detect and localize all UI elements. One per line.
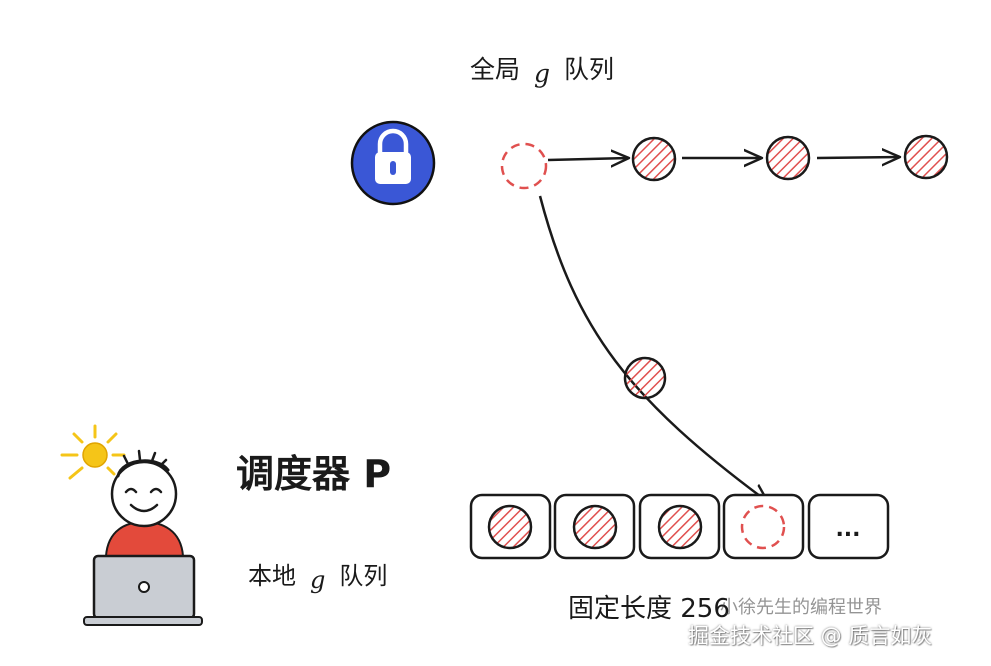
global-queue-label-suffix: 队列 xyxy=(564,55,615,84)
site-watermark: 掘金技术社区 @ 质言如灰 xyxy=(688,624,933,648)
lock-icon xyxy=(350,120,436,206)
scheduler-title: 调度器 P xyxy=(236,452,392,496)
local-queue-slot xyxy=(638,493,721,560)
global-queue-goroutine xyxy=(903,134,949,180)
local-queue-slot xyxy=(553,493,636,560)
local-queue-label-prefix: 本地 xyxy=(248,562,296,590)
local-queue-slot-ellipsis: ... xyxy=(807,493,890,560)
global-queue-arrow xyxy=(547,158,629,160)
sun-icon xyxy=(60,424,126,480)
global-queue-goroutine xyxy=(631,136,677,182)
ellipsis-text: ... xyxy=(835,517,860,542)
local-queue-label-g: g xyxy=(310,566,326,594)
moving-goroutine xyxy=(623,356,667,400)
author-watermark: 小徐先生的编程世界 xyxy=(720,597,882,618)
fixed-length-label: 固定长度 256 xyxy=(568,594,730,624)
global-queue-label-prefix: 全局 xyxy=(470,55,521,84)
global-queue-head-goroutine xyxy=(500,142,548,190)
global-queue-label-g: g xyxy=(534,59,551,88)
global-queue-label: 全局 g 队列 xyxy=(470,50,615,88)
person-with-laptop-icon xyxy=(83,449,203,626)
global-queue-arrow xyxy=(816,157,900,158)
global-queue-goroutine xyxy=(765,135,811,181)
local-queue-slot-empty xyxy=(722,493,805,560)
local-queue-slot xyxy=(469,493,552,560)
transfer-arrow xyxy=(538,195,768,502)
local-queue-label-suffix: 队列 xyxy=(339,562,388,590)
local-queue-label: 本地 g 队列 xyxy=(248,556,388,594)
